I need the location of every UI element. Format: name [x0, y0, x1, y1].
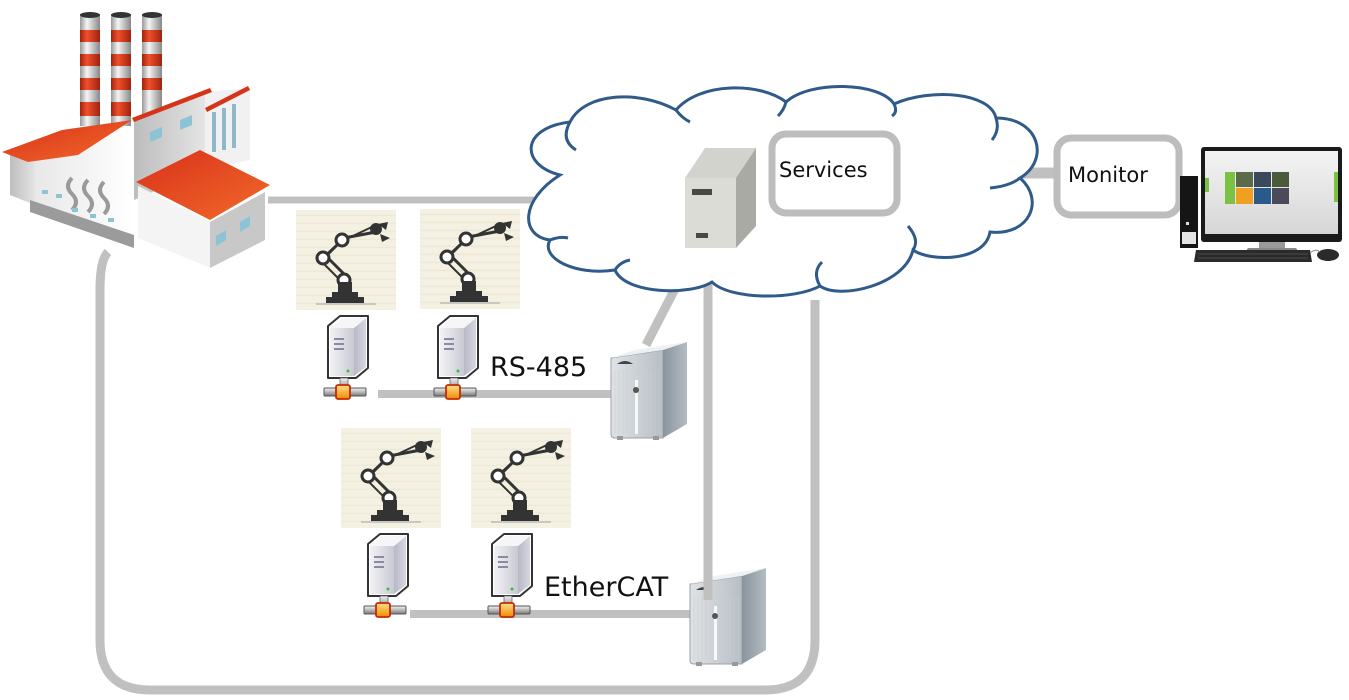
- robot-arm-icon: [294, 208, 398, 312]
- desktop-computer-icon: [1180, 147, 1342, 262]
- cloud-server-icon: [685, 148, 756, 248]
- monitor-label: Monitor: [1068, 163, 1148, 187]
- rs485-robots: [294, 207, 522, 312]
- factory-icon: [2, 12, 270, 268]
- ethercat-node-icon: [487, 533, 533, 618]
- rs485-label: RS-485: [490, 352, 588, 383]
- rs485-node-icon: [433, 315, 479, 400]
- robot-arm-icon: [418, 207, 522, 311]
- ethercat-node-icon: [363, 533, 409, 618]
- services-label: Services: [779, 158, 868, 182]
- robot-arm-icon: [339, 426, 443, 530]
- rs485-master-server-icon: [608, 339, 690, 441]
- cloud-detail-arcs: [549, 101, 1021, 287]
- ethercat-master-server-icon: [687, 565, 769, 667]
- services-box: [768, 130, 901, 217]
- ethercat-label: EtherCAT: [544, 572, 669, 603]
- rs485-node-icon: [323, 315, 369, 400]
- monitor-box: [1053, 134, 1183, 219]
- factory-loop-link: [95, 248, 820, 695]
- ethercat-robots: [339, 426, 573, 530]
- robot-arm-icon: [469, 426, 573, 530]
